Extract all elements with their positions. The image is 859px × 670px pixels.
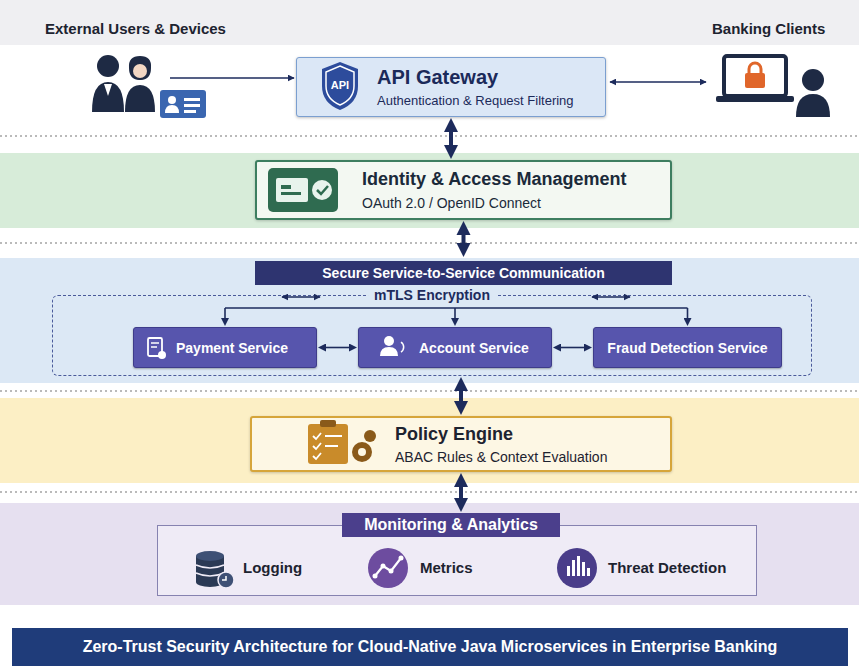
service-box: Account Service: [358, 327, 552, 368]
monitor-item: Threat Detection: [553, 548, 738, 588]
user-icon: [92, 82, 124, 112]
node-title: mTLS Encryption: [368, 287, 496, 303]
node-title: Account Service: [419, 339, 529, 357]
user-icon: [130, 60, 150, 80]
user-icon: [97, 55, 119, 77]
user-icon: [129, 56, 151, 80]
title-bar: Zero-Trust Security Architecture for Clo…: [12, 628, 848, 666]
separator: [0, 135, 859, 136]
connector-arrow: [459, 483, 463, 502]
node-title: Policy Engine: [395, 423, 513, 445]
service-band: Payment Service Account Service Fraud Dete…: [0, 258, 859, 383]
side-arrows: [592, 296, 630, 298]
side-arrows: [282, 296, 320, 298]
group-label: External Users & Devices: [45, 20, 226, 37]
id-card-icon: [168, 96, 176, 104]
diagram-title: Zero-Trust Security Architecture for Clo…: [83, 638, 778, 656]
node-subtitle: Authentication & Request Filtering: [377, 92, 574, 110]
monitoring-panel: Logging Metrics Threat Detection Monitoring…: [157, 513, 757, 596]
shield-label: API: [322, 79, 358, 91]
service-box: Fraud Detection Service: [593, 327, 782, 368]
id-card-icon: [184, 98, 200, 101]
node-title: Payment Service: [176, 339, 288, 357]
user-icon: [104, 84, 112, 96]
id-card-icon: [160, 90, 206, 118]
monitor-item: Logging: [188, 548, 313, 588]
policy-band: [0, 398, 859, 483]
laptop-icon: [724, 56, 786, 96]
node-subtitle: OAuth 2.0 / OpenID Connect: [362, 194, 541, 212]
separator: [0, 136, 859, 492]
id-card-icon: [160, 90, 206, 118]
node-title: Metrics: [420, 559, 473, 577]
node-title: Monitoring & Analytics: [342, 513, 560, 537]
user-icon: [133, 64, 147, 78]
connector-arrow: [324, 347, 352, 349]
top-strip: [0, 0, 859, 45]
connector-arrow: [224, 308, 226, 320]
policy-box: Policy EngineABAC Rules & Context Evalua…: [250, 416, 672, 472]
group-label: Banking Clients: [712, 20, 825, 37]
node-subtitle: ABAC Rules & Context Evaluation: [395, 448, 607, 466]
mtls-zone: Payment Service Account Service Fraud Dete…: [52, 295, 812, 376]
node-title: Logging: [243, 559, 302, 577]
mtls-bus: [225, 307, 688, 309]
separator: [0, 242, 859, 243]
access-arrow: [610, 81, 706, 83]
connector-arrow: [459, 387, 463, 405]
node-title: Threat Detection: [608, 559, 726, 577]
service-band: [0, 258, 859, 383]
node-title: Secure Service-to-Service Communication: [255, 261, 672, 285]
client-icon: [796, 94, 830, 117]
separator: [0, 390, 859, 391]
connector-arrow: [559, 347, 587, 349]
id-card-icon: [184, 110, 196, 113]
laptop-icon: [749, 63, 761, 74]
monitor-item: Metrics: [366, 548, 496, 588]
laptop-icon: [745, 73, 765, 88]
node-title: Fraud Detection Service: [607, 339, 767, 357]
access-arrow: [170, 77, 294, 79]
monitoring-band: [0, 503, 859, 605]
connector-arrow: [687, 308, 689, 320]
laptop-icon: [716, 96, 794, 102]
id-card-icon: [184, 104, 200, 107]
separator: [0, 491, 859, 492]
client-icon: [802, 69, 824, 91]
user-icon: [92, 55, 155, 112]
connector-arrow: [454, 308, 456, 320]
node-title: API Gateway: [377, 65, 498, 89]
client-icon: [796, 69, 830, 117]
node-title: Identity & Access Management: [362, 168, 626, 190]
user-icon: [125, 85, 155, 112]
iam-box: Identity & Access ManagementOAuth 2.0 / …: [255, 160, 672, 220]
laptop-icon: [716, 56, 794, 102]
id-card-icon: [165, 105, 179, 113]
connector-arrow: [462, 231, 466, 247]
connector-arrow: [449, 128, 453, 149]
service-box: Payment Service: [133, 327, 317, 368]
identity-band: [0, 153, 859, 228]
